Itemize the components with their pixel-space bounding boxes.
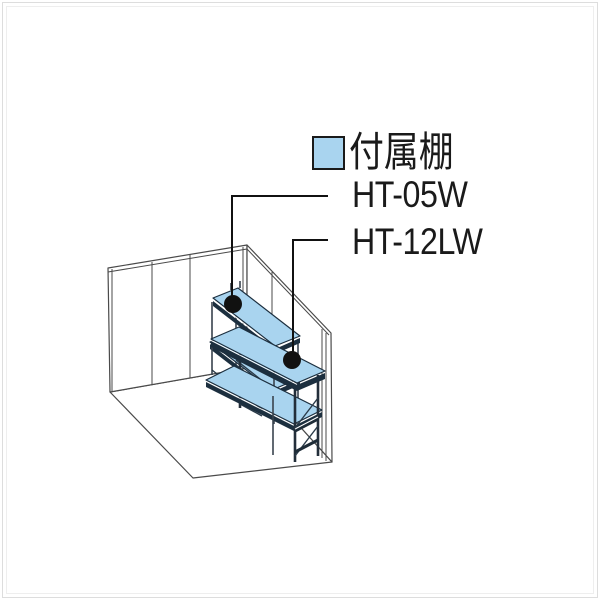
legend-shelf-label: 付属棚 [349, 129, 454, 175]
callout-dot-ht-05w [224, 295, 242, 313]
model-label-ht-05w: HT-05W [352, 174, 468, 215]
model-label-ht-12lw: HT-12LW [352, 221, 483, 262]
legend-shelf-swatch [312, 136, 345, 170]
shelf-ht-12lw [205, 326, 326, 462]
callout-line-ht-05w [224, 195, 328, 313]
callout-dot-ht-12lw [283, 351, 301, 369]
callout-line-ht-12lw [283, 239, 328, 369]
